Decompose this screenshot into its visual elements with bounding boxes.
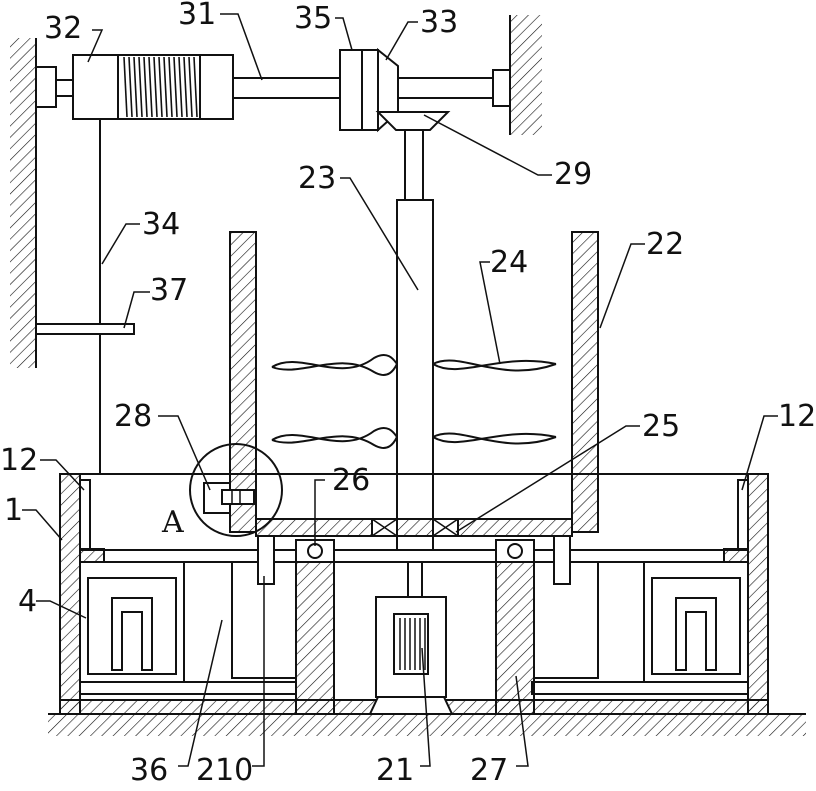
label-25: 25: [642, 409, 680, 444]
support-post-right: [496, 562, 534, 714]
label-34: 34: [142, 207, 180, 242]
winding-drum: [73, 55, 233, 119]
label-22: 22: [646, 227, 684, 262]
label-29: 29: [554, 157, 592, 192]
bracket-right: [554, 536, 570, 584]
support-plate: [80, 549, 748, 563]
label-21: 21: [376, 753, 414, 788]
guide-bracket: [36, 324, 134, 334]
bracket-left: [258, 536, 274, 584]
label-1: 1: [4, 493, 23, 528]
label-24: 24: [490, 245, 528, 280]
motor: [370, 597, 452, 714]
label-4: 4: [18, 584, 37, 619]
label-33: 33: [420, 5, 458, 40]
label-A: A: [161, 505, 184, 540]
label-12-left: 12: [0, 443, 38, 478]
label-28: 28: [114, 399, 152, 434]
label-32: 32: [44, 11, 82, 46]
label-37: 37: [150, 273, 188, 308]
label-31: 31: [178, 0, 216, 32]
label-35: 35: [294, 1, 332, 36]
left-wall: [10, 38, 36, 368]
label-23: 23: [298, 161, 336, 196]
label-26: 26: [332, 463, 370, 498]
label-210: 210: [196, 753, 253, 788]
label-27: 27: [470, 753, 508, 788]
bearing-right: [496, 540, 534, 562]
label-12-right: 12: [778, 399, 816, 434]
support-post-left: [296, 562, 334, 714]
right-wall: [510, 15, 542, 135]
label-36: 36: [130, 753, 168, 788]
